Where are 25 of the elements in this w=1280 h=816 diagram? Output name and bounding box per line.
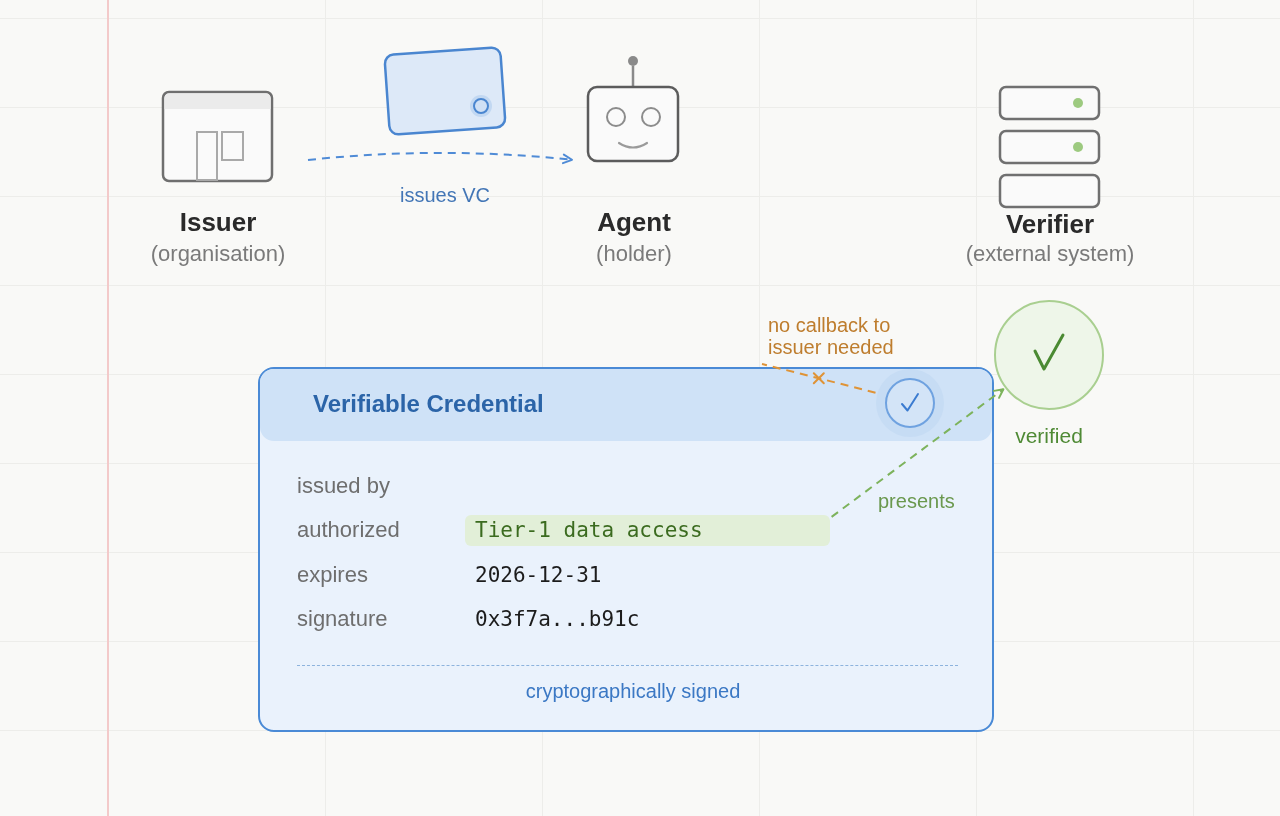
dashed-arrow [830, 388, 1005, 518]
edge-label: no callback to issuer needed [768, 314, 895, 358]
field-value: 2026-12-31 [475, 562, 602, 589]
field-label: signature [297, 605, 388, 633]
dashed-arrow [307, 151, 573, 165]
actor-name: Issuer [179, 208, 257, 236]
verification-badge [876, 369, 944, 437]
actor-name: Agent [597, 208, 671, 236]
actor-role: (organisation) [150, 241, 286, 267]
field-label: issued by [297, 472, 390, 500]
actor-name: Verifier [1005, 210, 1095, 238]
credential-card [258, 367, 994, 732]
actor-role: (external system) [965, 241, 1135, 267]
edge-label: issues VC [400, 184, 490, 206]
field-label: expires [297, 561, 368, 589]
field-label: authorized [297, 516, 400, 544]
dashed-line [761, 363, 877, 394]
status-label: verified [1015, 424, 1083, 448]
card-header [260, 369, 992, 441]
footer-note: cryptographically signed [525, 679, 741, 704]
edge-label: presents [878, 490, 955, 512]
card-title: Verifiable Credential [313, 389, 544, 419]
actor-role: (holder) [596, 241, 672, 267]
highlighted-value: Tier-1 data access [465, 515, 830, 546]
field-value: 0x3f7a...b91c [475, 606, 640, 633]
